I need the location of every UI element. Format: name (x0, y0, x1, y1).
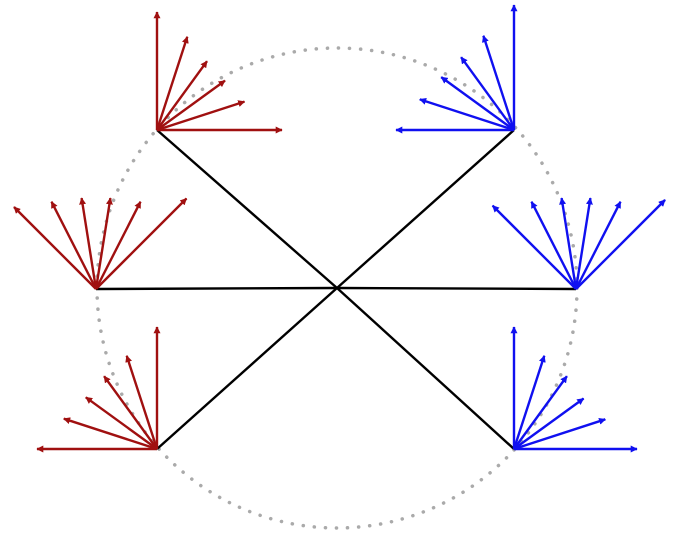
fan-middle-left (13, 197, 188, 290)
fan-middle-right (491, 197, 666, 290)
spoke-lower-right (336, 287, 515, 450)
arrow-middle-right-5 (574, 201, 622, 290)
arrow-middle-right-6 (575, 199, 666, 290)
arrow-lower-left-5 (63, 417, 158, 451)
fan-upper-left (153, 11, 283, 134)
arrow-upper-left-4 (156, 79, 226, 131)
arrow-lower-left-2 (125, 355, 159, 450)
spoke-upper-right (336, 129, 515, 289)
vector-fans (13, 4, 666, 453)
arrow-upper-left-5 (156, 100, 246, 132)
arrow-upper-right-2 (482, 35, 516, 131)
spoke-middle-left (95, 286, 338, 291)
arrow-middle-left-6 (95, 197, 188, 290)
crossing-point (335, 286, 339, 290)
arrow-lower-right-2 (512, 355, 546, 450)
fan-lower-left (36, 326, 161, 453)
spoke-middle-right (336, 286, 577, 291)
arrow-upper-right-3 (460, 56, 515, 131)
arrow-middle-left-3 (79, 197, 98, 290)
arrow-middle-right-2 (530, 201, 578, 290)
arrow-lower-right-5 (513, 417, 606, 451)
arrow-middle-left-5 (94, 201, 142, 290)
arrow-middle-right-3 (559, 197, 578, 290)
arrow-middle-left-1 (13, 206, 97, 290)
arrow-upper-right-4 (440, 76, 515, 131)
spoke-lower-left (156, 287, 338, 450)
arrow-upper-left-3 (156, 60, 208, 131)
spokes (95, 129, 577, 450)
arrow-middle-left-2 (50, 201, 98, 290)
arrow-middle-left-4 (94, 197, 113, 290)
arrow-upper-left-2 (155, 36, 189, 131)
arrow-lower-right-4 (513, 397, 585, 450)
spoke-upper-left (156, 129, 338, 289)
arrow-middle-right-1 (491, 204, 577, 290)
arrow-lower-right-3 (513, 375, 568, 450)
arrow-upper-right-5 (419, 98, 515, 132)
arrow-lower-left-4 (85, 396, 158, 450)
arrow-middle-right-4 (574, 197, 593, 290)
fan-lower-right (510, 326, 638, 453)
fan-upper-right (395, 4, 518, 134)
arrow-lower-left-3 (103, 375, 158, 450)
